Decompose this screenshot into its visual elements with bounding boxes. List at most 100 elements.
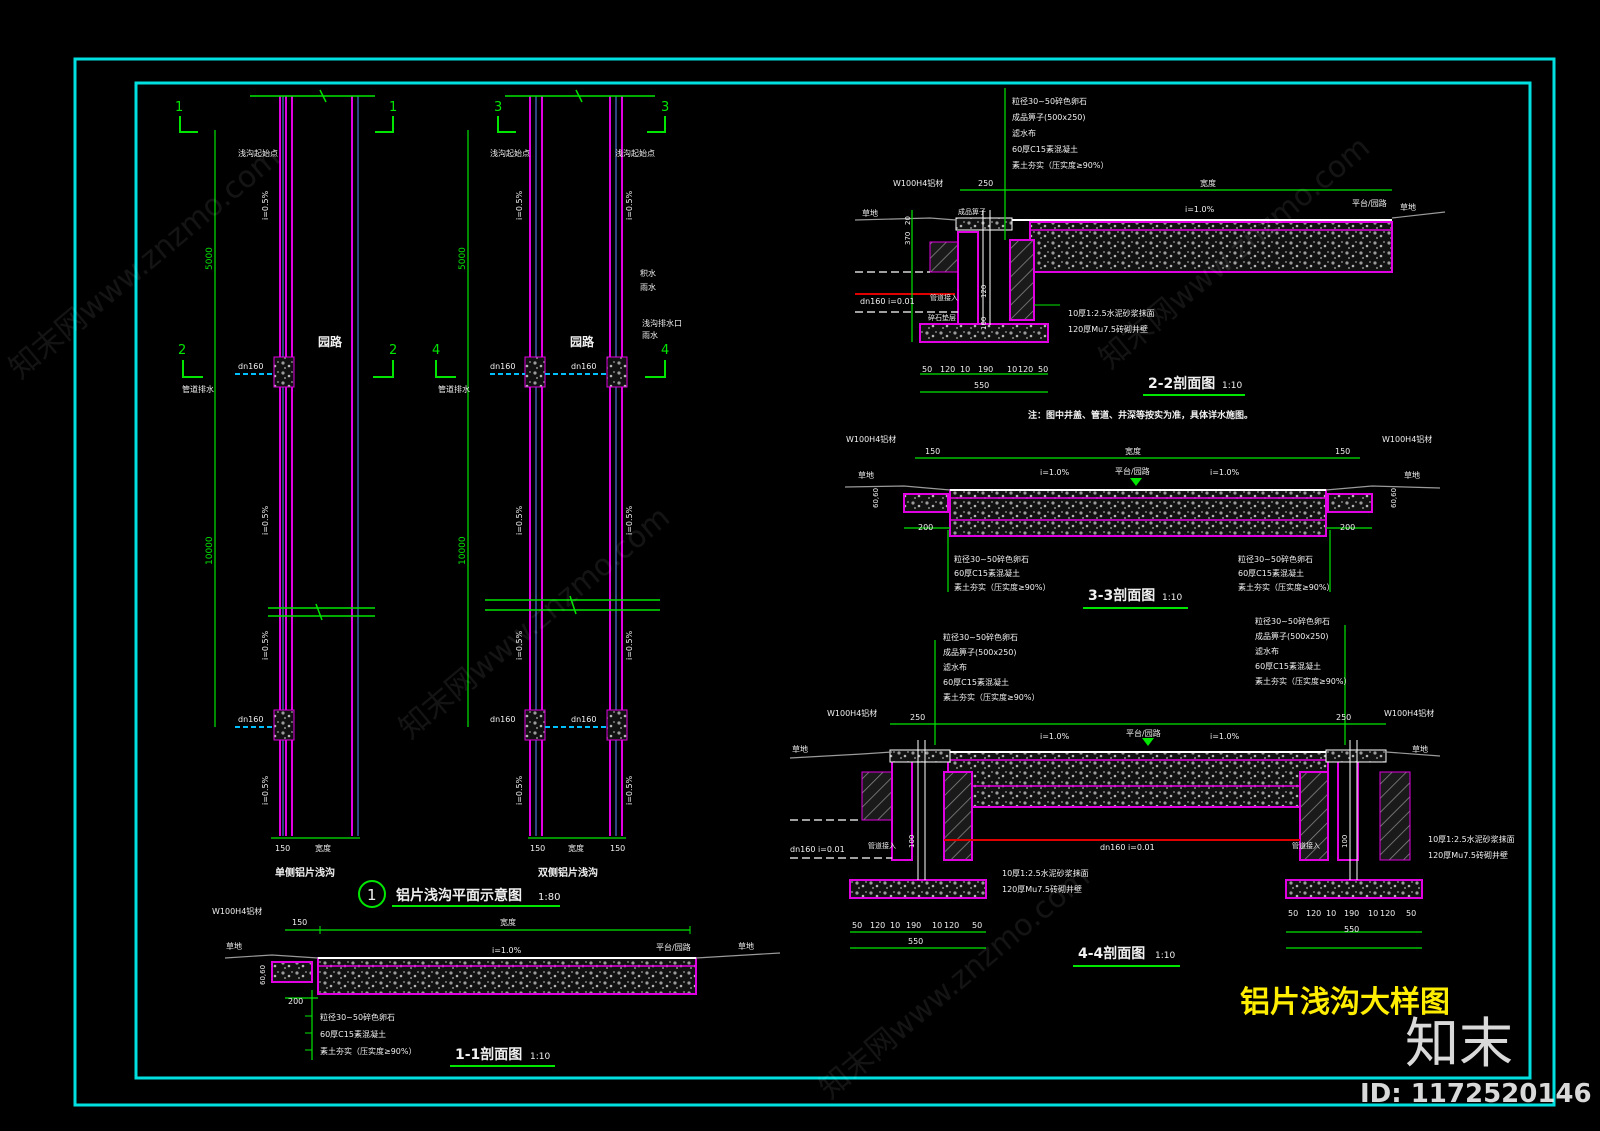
sec22-pipe: dn160 i=0.01 xyxy=(860,297,915,306)
sec11-layer-2: 60厚C15素混凝土 xyxy=(320,1029,386,1039)
plan-note-outlet-2: 雨水 xyxy=(642,330,658,340)
sec22-lawn-left: 草地 xyxy=(862,208,878,218)
sec11-lawn-right: 草地 xyxy=(738,941,754,951)
sec22-layer-1: 粒径30~50碎色卵石 xyxy=(1012,96,1087,106)
sec44-d250-left: 250 xyxy=(910,713,925,722)
plan-start-label-right-a: 浅沟起始点 xyxy=(490,148,530,158)
plan-marker-2b: 2 xyxy=(389,343,397,358)
plan-pipe-label-right: 管道排水 xyxy=(438,384,470,394)
sec22-slope: i=1.0% xyxy=(1185,205,1215,214)
sec11-w100: W100H4铝材 xyxy=(212,906,262,916)
sec44-lawn-right: 草地 xyxy=(1412,744,1428,754)
sec44-ld-7: 50 xyxy=(972,921,982,930)
sec11-layer-1: 粒径30~50碎色卵石 xyxy=(320,1012,395,1022)
sec44-rd-4: 190 xyxy=(1344,909,1359,918)
plan-width-a-right-2: 150 xyxy=(610,844,625,853)
sec33-layer-3-right: 素土夯实（压实度≥90%） xyxy=(1238,582,1334,592)
plan-slope-2: i=0.5% xyxy=(261,505,270,535)
sec22-v-120: 120 xyxy=(980,285,988,298)
plan-slope-7: i=0.5% xyxy=(515,630,524,660)
sec22-scale: 1:10 xyxy=(1222,381,1242,391)
sec44-slope-right: i=1.0% xyxy=(1210,732,1240,741)
sec22-dim-4: 190 xyxy=(978,365,993,374)
plan-road-right: 园路 xyxy=(570,334,595,349)
sec44-scale: 1:10 xyxy=(1155,951,1175,961)
sec11-d150: 150 xyxy=(292,918,307,927)
plan-marker-1b: 1 xyxy=(389,100,397,115)
sec44-w100-right: W100H4铝材 xyxy=(1384,708,1434,718)
sec22-layer-2: 成品箅子(500x250) xyxy=(1012,112,1086,122)
sec22-dim-1: 50 xyxy=(922,365,932,374)
sec33-layer-2-right: 60厚C15素混凝土 xyxy=(1238,568,1304,578)
sec22-title: 2-2剖面图 xyxy=(1148,375,1215,392)
sec11-lawn-left: 草地 xyxy=(226,941,242,951)
sec44-ld-5: 10 xyxy=(932,921,942,930)
plan-dim-upper-right: 5000 xyxy=(458,247,468,270)
sec44-d250-right: 250 xyxy=(1336,713,1351,722)
sec33-lawn-left: 草地 xyxy=(858,470,874,480)
sec44-rd-5: 10 xyxy=(1368,909,1378,918)
sec22-layer-3: 滤水布 xyxy=(1012,128,1036,138)
brand-id: ID: 1172520146 xyxy=(1360,1079,1592,1109)
sec22-v-370: 370 xyxy=(904,232,912,245)
plan-slope-3: i=0.5% xyxy=(261,630,270,660)
plan-dim-lower-right: 10000 xyxy=(458,536,468,565)
sec44-ld-6: 120 xyxy=(944,921,959,930)
sec44-slope-left: i=1.0% xyxy=(1040,732,1070,741)
outer-frame xyxy=(73,57,1556,1107)
sheet-title: 铝片浅沟大样图 xyxy=(1240,985,1450,1020)
plan-dim-upper-left: 5000 xyxy=(205,247,215,270)
sec11-d200: 200 xyxy=(288,997,303,1006)
plan-title: 铝片浅沟平面示意图 xyxy=(396,887,522,904)
plan-slope-1: i=0.5% xyxy=(261,190,270,220)
sec44-v-left: 100 xyxy=(908,835,916,848)
sec11-scale: 1:10 xyxy=(530,1052,550,1062)
sec44-r-layer-4: 60厚C15素混凝土 xyxy=(1255,661,1321,671)
sec44-pipe-mid: dn160 i=0.01 xyxy=(1100,843,1155,852)
sec33-d200-left: 200 xyxy=(918,523,933,532)
sec44-l-layer-2: 成品箅子(500x250) xyxy=(943,647,1017,657)
sec44-r-total: 550 xyxy=(1344,925,1359,934)
sec11-layer-3: 素土夯实（压实度≥90%） xyxy=(320,1046,416,1056)
plan-slope-12: i=0.5% xyxy=(625,775,634,805)
sec44-paving: 平台/园路 xyxy=(1126,728,1161,738)
plan-marker-3b: 3 xyxy=(661,100,669,115)
plan-marker-1: 1 xyxy=(175,100,183,115)
plan-marker-3: 3 xyxy=(494,100,502,115)
plan-slope-10: i=0.5% xyxy=(625,505,634,535)
sec44-ld-2: 120 xyxy=(870,921,885,930)
plan-scale: 1:80 xyxy=(538,892,560,903)
sec22-dim-2: 120 xyxy=(940,365,955,374)
sec22-wall-a: 10厚1:2.5水泥砂浆抹面 xyxy=(1068,308,1155,318)
sec11-d6060: 60,60 xyxy=(259,965,267,985)
sec33-layer-2-left: 60厚C15素混凝土 xyxy=(954,568,1020,578)
sec22-lawn-right: 草地 xyxy=(1400,202,1416,212)
sec33-d150-left: 150 xyxy=(925,447,940,456)
plan-right xyxy=(435,89,666,839)
sec44-wall-b-left: 120厚Mu7.5砖砌井壁 xyxy=(1002,884,1082,894)
sec33-lawn-right: 草地 xyxy=(1404,470,1420,480)
plan-number: 1 xyxy=(367,886,377,904)
sec22-v-20: 20 xyxy=(904,216,912,225)
sec22-w100: W100H4铝材 xyxy=(893,178,943,188)
sec22-pipe-tag: 管道接入 xyxy=(930,293,958,302)
plan-slope-6: i=0.5% xyxy=(515,505,524,535)
plan-note-outlet: 浅沟排水口 xyxy=(642,318,682,328)
sec44-r-layer-2: 成品箅子(500x250) xyxy=(1255,631,1329,641)
plan-dim-lower-left: 10000 xyxy=(205,536,215,565)
sec33-layer-3-left: 素土夯实（压实度≥90%） xyxy=(954,582,1050,592)
sec44-ld-1: 50 xyxy=(852,921,862,930)
sec33-paving: 平台/园路 xyxy=(1115,466,1150,476)
sec11-title: 1-1剖面图 xyxy=(455,1046,522,1063)
sec33-title: 3-3剖面图 xyxy=(1088,587,1155,604)
plan-pipe-1: dn160 xyxy=(238,362,263,371)
plan-width-b-left: 宽度 xyxy=(315,843,331,853)
sec44-v-right: 100 xyxy=(1341,835,1349,848)
sec22-dim-5: 10 xyxy=(1007,365,1017,374)
plan-road-left: 园路 xyxy=(318,334,343,349)
plan-pipe-2: dn160 xyxy=(238,715,263,724)
plan-view: 1 1 2 2 3 3 4 4 浅沟起始点 浅沟起始点 浅沟起始点 园路 园路 … xyxy=(175,89,682,908)
brand-logo: 知末 xyxy=(1405,1012,1513,1075)
sec22-note: 注：图中井盖、管道、井深等按实为准，具体详水施图。 xyxy=(1028,409,1253,421)
plan-pipe-5: dn160 xyxy=(490,715,515,724)
